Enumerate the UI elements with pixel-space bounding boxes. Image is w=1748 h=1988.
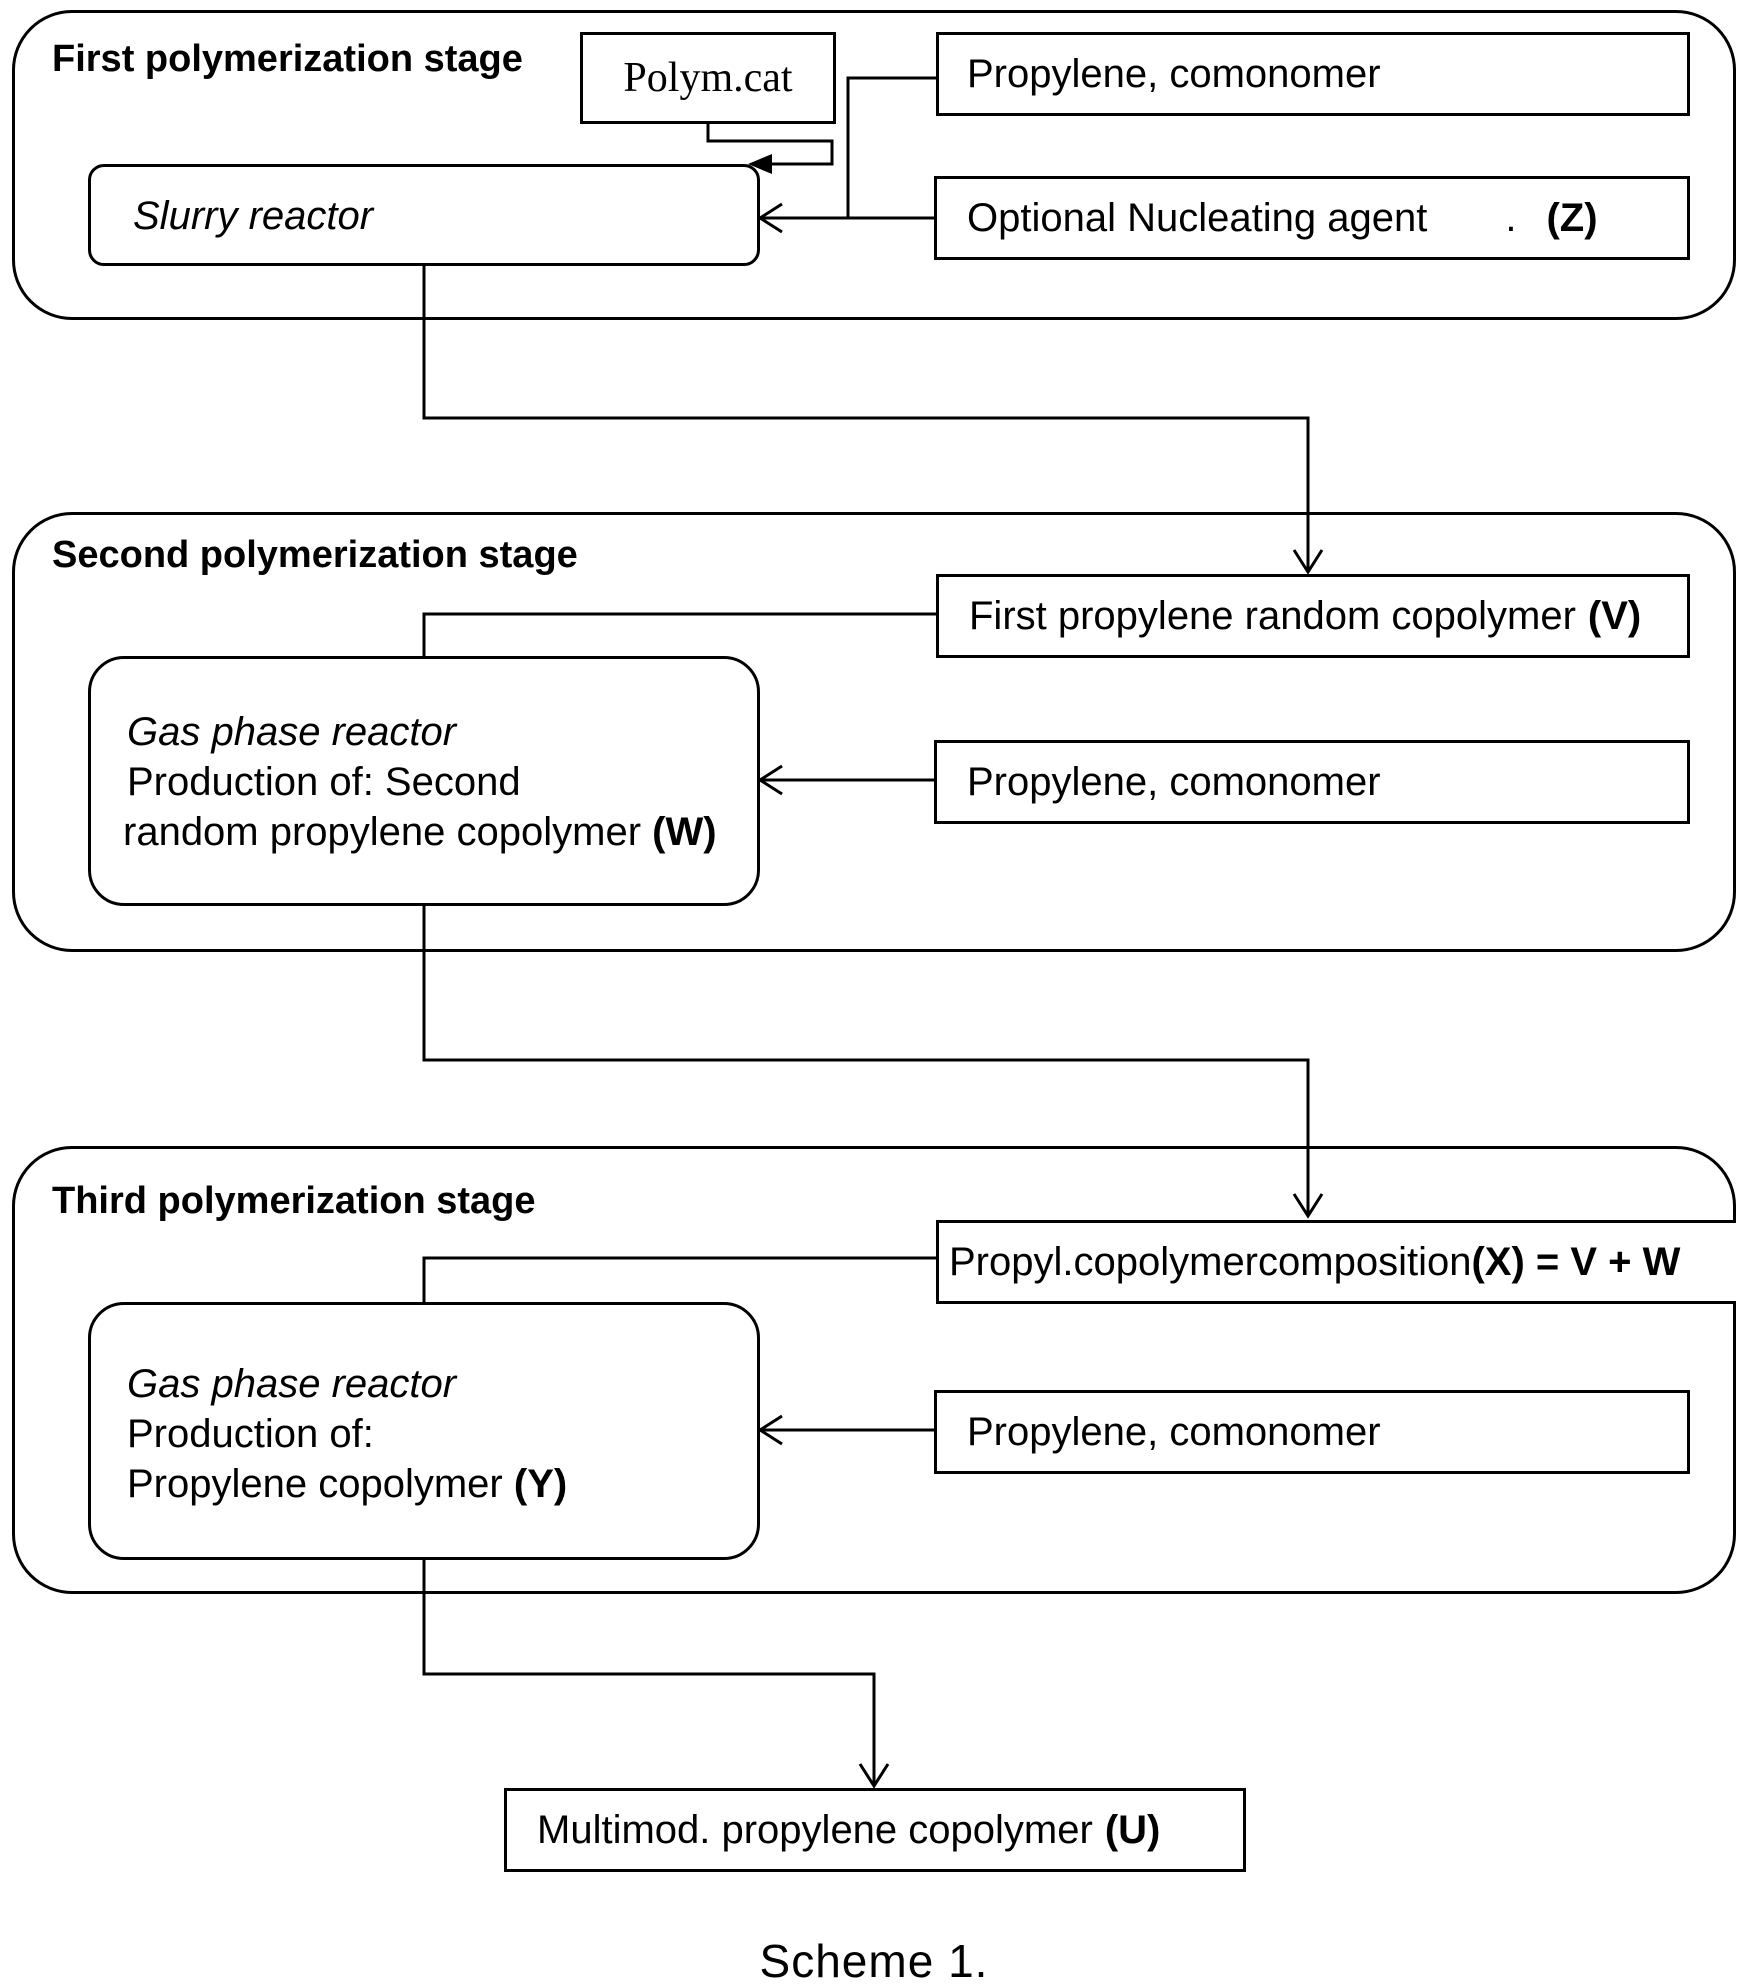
s2-reactor-production: Production of: Second	[127, 757, 717, 807]
third-stage-title: Third polymerization stage	[52, 1182, 536, 1220]
s3-reactor-product: Propylene copolymer	[127, 1462, 503, 1506]
s2-reactor-product: random propylene copolymer	[123, 810, 641, 854]
s1-monomer-feed-box: Propylene, comonomer	[936, 32, 1690, 116]
s2-reactor-product-code: (W)	[652, 810, 716, 854]
second-stage-title: Second polymerization stage	[52, 536, 578, 574]
v-feed-code: (V)	[1588, 594, 1641, 639]
s3-monomer-feed-label: Propylene, comonomer	[967, 1410, 1381, 1455]
s3-gas-phase-reactor-box: Gas phase reactor Production of: Propyle…	[88, 1302, 760, 1560]
s3-reactor-type: Gas phase reactor	[127, 1359, 567, 1409]
x-feed-box: Propyl.copolymercomposition (X) = V + W	[936, 1220, 1736, 1304]
nucleating-agent-code: (Z)	[1546, 196, 1597, 241]
s3-reactor-product-line: Propylene copolymer (Y)	[127, 1459, 567, 1509]
s3-reactor-text: Gas phase reactor Production of: Propyle…	[127, 1359, 567, 1509]
nucleating-agent-dot: .	[1505, 196, 1516, 241]
output-product-code: (U)	[1105, 1808, 1161, 1853]
s2-gas-phase-reactor-box: Gas phase reactor Production of: Second …	[88, 656, 760, 906]
scheme-caption: Scheme 1.	[0, 1934, 1748, 1988]
v-feed-box: First propylene random copolymer (V)	[936, 574, 1690, 658]
s2-reactor-text: Gas phase reactor Production of: Second …	[127, 707, 717, 857]
s2-monomer-feed-label: Propylene, comonomer	[967, 760, 1381, 805]
s3-reactor-product-code: (Y)	[514, 1462, 567, 1506]
output-product-label: Multimod. propylene copolymer	[537, 1808, 1093, 1853]
x-feed-label: Propyl.copolymercomposition	[949, 1240, 1471, 1285]
s2-reactor-type: Gas phase reactor	[127, 707, 717, 757]
output-product-box: Multimod. propylene copolymer (U)	[504, 1788, 1246, 1872]
s3-monomer-feed-box: Propylene, comonomer	[934, 1390, 1690, 1474]
v-feed-label: First propylene random copolymer	[969, 594, 1576, 639]
nucleating-agent-label: Optional Nucleating agent	[967, 196, 1427, 241]
catalyst-box: Polym.cat	[580, 32, 836, 124]
catalyst-label: Polym.cat	[623, 54, 792, 102]
slurry-reactor-label: Slurry reactor	[133, 191, 373, 241]
s2-monomer-feed-box: Propylene, comonomer	[934, 740, 1690, 824]
s2-reactor-product-line: random propylene copolymer (W)	[123, 807, 717, 857]
s3-reactor-production: Production of:	[127, 1409, 567, 1459]
s1-monomer-feed-label: Propylene, comonomer	[967, 52, 1381, 97]
slurry-reactor-box: Slurry reactor	[88, 164, 760, 266]
x-feed-code: (X) = V + W	[1471, 1240, 1680, 1285]
nucleating-agent-box: Optional Nucleating agent . (Z)	[934, 176, 1690, 260]
first-stage-title: First polymerization stage	[52, 40, 523, 78]
